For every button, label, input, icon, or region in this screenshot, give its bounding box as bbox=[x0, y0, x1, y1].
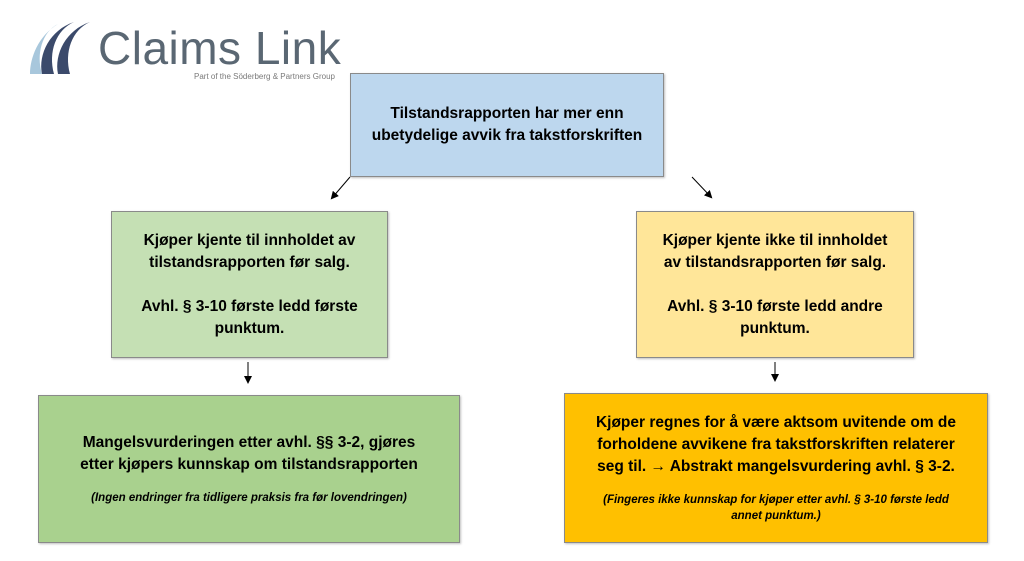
node-left1-line-2: tilstandsrapporten før salg. bbox=[149, 253, 350, 271]
node-defect-assessment-knowledge: Mangelsvurderingen etter avhl. §§ 3-2, g… bbox=[38, 395, 460, 543]
node-top-line-1: Tilstandsrapporten har mer enn bbox=[390, 105, 624, 122]
logo-wordmark: Claims Link bbox=[98, 22, 342, 74]
node-right1-line-2: av tilstandsrapporten før salg. bbox=[663, 253, 887, 271]
node-top-line-2: ubetydelige avvik fra takstforskriften bbox=[371, 127, 643, 144]
node-right2-line-2: forholdene avvikene fra takstforskriften… bbox=[597, 436, 955, 453]
node-top-condition-report: Tilstandsrapporten har mer enn ubetydeli… bbox=[350, 73, 664, 177]
node-right2-line-1: Kjøper regnes for å være aktsom uvitende… bbox=[595, 414, 957, 431]
claims-link-logo: Claims Link Part of the Söderberg & Part… bbox=[28, 14, 342, 84]
node-right2-note-2: annet punktum.) bbox=[731, 510, 821, 522]
arrow-top-to-right bbox=[691, 176, 713, 199]
node-left2-note: (Ingen endringer fra tidligere praksis f… bbox=[91, 492, 407, 504]
node-right2-note-1: (Fingeres ikke kunnskap for kjøper etter… bbox=[603, 494, 949, 506]
node-right1-line-3: Avhl. § 3-10 første ledd andre bbox=[667, 297, 883, 315]
node-left1-line-1: Kjøper kjente til innholdet av bbox=[143, 231, 356, 249]
node-left2-line-2: etter kjøpers kunnskap om tilstandsrappo… bbox=[80, 456, 418, 473]
node-right1-line-4: punktum. bbox=[740, 319, 810, 337]
node-right2-line-3: seg til. → Abstrakt mangelsvurdering avh… bbox=[597, 458, 955, 475]
node-left1-line-4: punktum. bbox=[214, 319, 285, 337]
node-abstract-defect-assessment: Kjøper regnes for å være aktsom uvitende… bbox=[564, 393, 988, 543]
node-left1-line-3: Avhl. § 3-10 første ledd første bbox=[141, 297, 358, 315]
node-buyer-did-not-know: Kjøper kjente ikke til innholdet av tils… bbox=[636, 211, 914, 358]
claims-link-logo-icon bbox=[30, 22, 90, 74]
node-left2-line-1: Mangelsvurderingen etter avhl. §§ 3-2, g… bbox=[82, 434, 416, 451]
logo-tagline: Part of the Söderberg & Partners Group bbox=[194, 72, 335, 81]
node-buyer-knew: Kjøper kjente til innholdet av tilstands… bbox=[111, 211, 388, 358]
arrow-top-to-left bbox=[330, 176, 351, 200]
node-right1-line-1: Kjøper kjente ikke til innholdet bbox=[662, 231, 888, 249]
